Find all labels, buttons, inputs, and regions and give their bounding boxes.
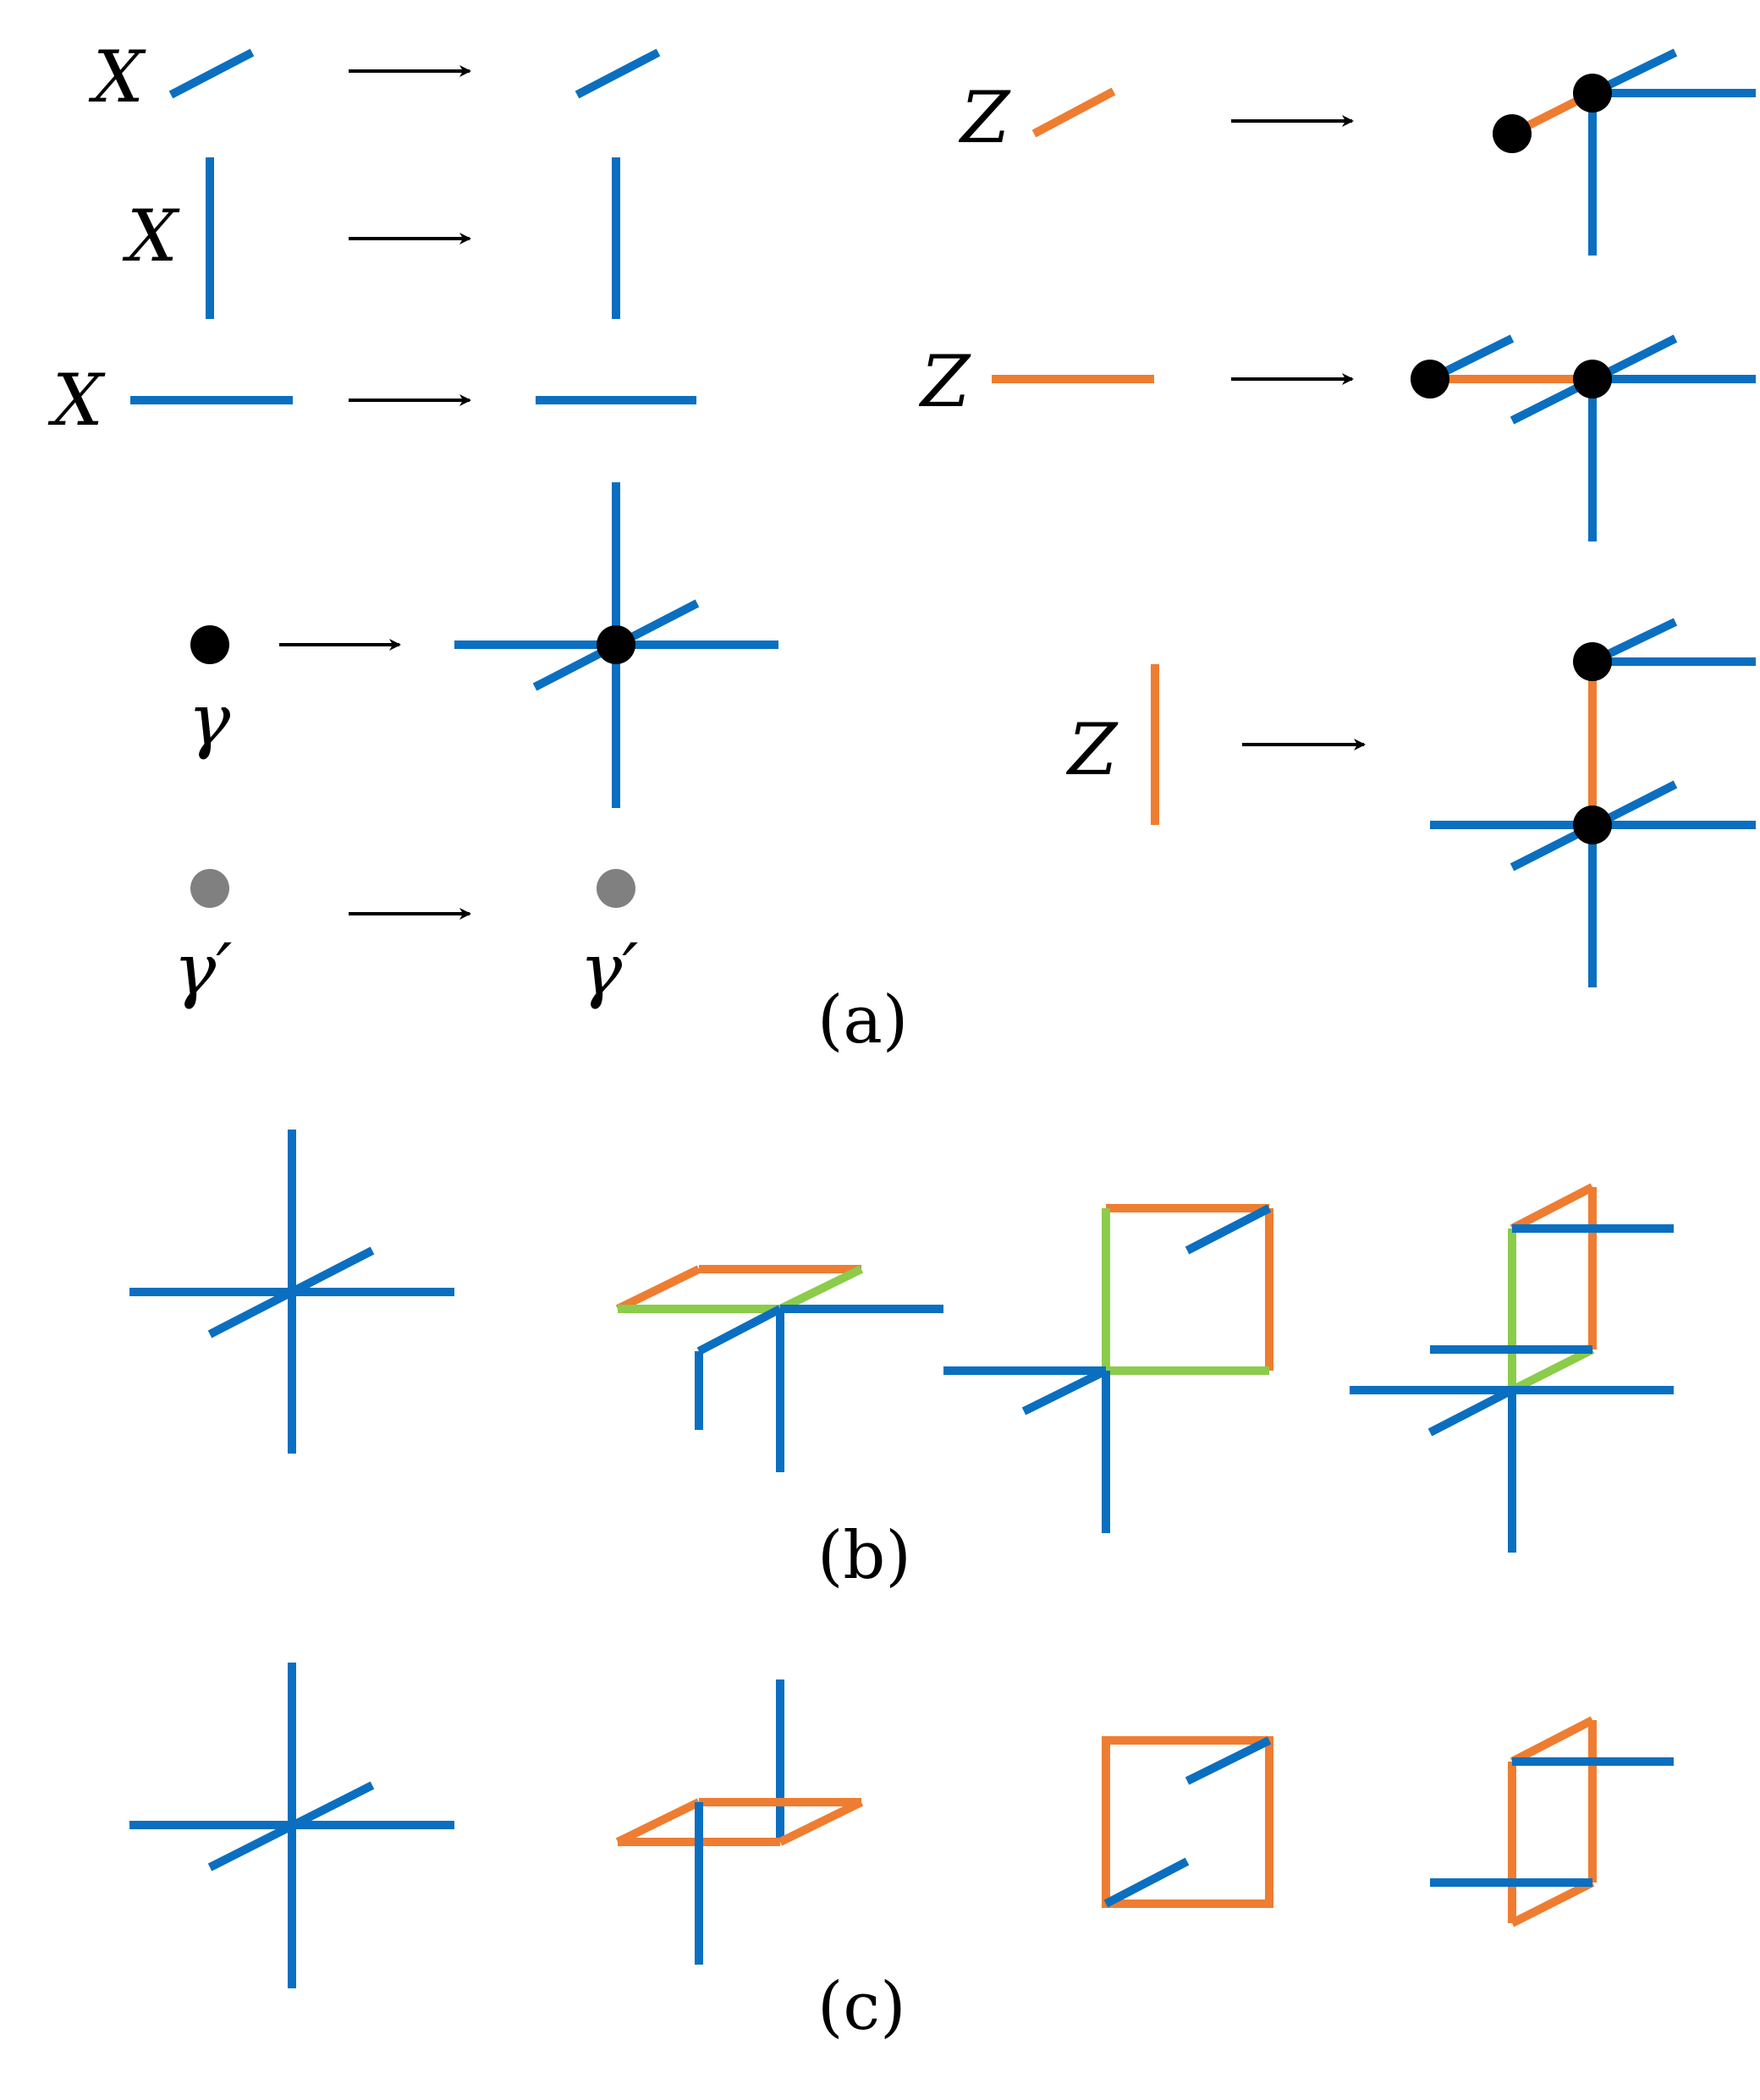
z-label-horizontal: Z xyxy=(918,340,971,423)
z-horizontal-image xyxy=(1411,334,1756,541)
panel-b-star xyxy=(129,1130,454,1454)
gamma-prime-label: γ′ xyxy=(173,928,232,1011)
gamma-star-image xyxy=(454,482,778,808)
panel-c-horizontal-plaquette xyxy=(615,1679,864,1965)
panel-b-horizontal-plaquette xyxy=(615,1265,943,1472)
panel-c-side-plaquette xyxy=(1430,1716,1674,1927)
gamma-label: γ xyxy=(188,679,231,761)
panel-label-b: (b) xyxy=(817,1518,911,1594)
x-diagonal-map: X xyxy=(88,36,661,118)
z-edge-diagonal xyxy=(1031,87,1116,138)
gamma-vertex xyxy=(190,625,229,664)
panel-label-a: (a) xyxy=(817,982,908,1058)
gamma-prime-label-image: γ′ xyxy=(580,928,638,1011)
x-horizontal-map: X xyxy=(47,359,696,442)
panel-c-vertical-plaquette xyxy=(1102,1736,1273,1908)
panel-label-c: (c) xyxy=(817,1969,906,2045)
z-vertical-image xyxy=(1430,618,1756,987)
z-diagonal-image xyxy=(1493,48,1756,256)
x-edge-diagonal xyxy=(168,48,255,99)
z-label-vertical: Z xyxy=(1065,708,1119,791)
gamma-prime-map: γ′ γ′ xyxy=(173,869,638,1011)
z-label-diagonal: Z xyxy=(958,76,1011,159)
panel-b-side-plaquette xyxy=(1350,1183,1674,1553)
z-horizontal-map: Z xyxy=(918,334,1756,541)
gamma-prime-vertex-image xyxy=(597,869,635,908)
x-label-horizontal: X xyxy=(47,359,106,442)
panel-b-vertical-plaquette xyxy=(943,1204,1273,1533)
z-diagonal-map: Z xyxy=(958,48,1756,256)
x-edge-diagonal-image xyxy=(575,48,661,99)
x-vertical-map: X xyxy=(122,157,620,319)
gamma-map: γ xyxy=(188,482,778,808)
x-label-diagonal: X xyxy=(88,36,146,118)
gamma-prime-vertex xyxy=(190,869,229,908)
panel-c-star xyxy=(129,1663,454,1988)
z-vertical-map: Z xyxy=(1065,618,1756,987)
x-label-vertical: X xyxy=(122,195,180,278)
